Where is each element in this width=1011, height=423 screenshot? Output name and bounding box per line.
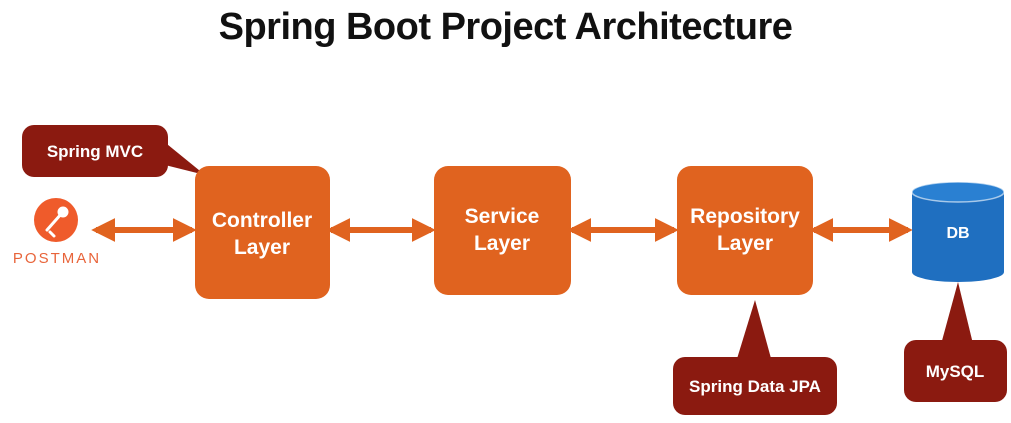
mysql-callout: MySQL: [904, 282, 1007, 402]
postman-icon: POSTMAN: [13, 198, 101, 267]
postman-label: POSTMAN: [13, 250, 101, 267]
repository-layer-box: Repository Layer: [677, 166, 813, 295]
spring-mvc-label: Spring MVC: [47, 142, 143, 161]
callout-pointer: [736, 300, 772, 362]
database-cylinder-icon: DB: [911, 181, 1005, 282]
controller-layer-box: Controller Layer: [195, 166, 330, 299]
diagram-title: Spring Boot Project Architecture: [218, 6, 793, 48]
callout-box: [673, 357, 837, 415]
spring-mvc-callout: Spring MVC: [22, 125, 205, 177]
mysql-label: MySQL: [926, 362, 985, 381]
callout-pointer: [940, 282, 974, 348]
callout-box: [904, 340, 1007, 402]
postman-rocket-glyph: [45, 206, 69, 238]
spring-data-jpa-callout: Spring Data JPA: [673, 300, 837, 415]
controller-layer-line1: Controller: [212, 209, 312, 232]
callout-box: [22, 125, 168, 177]
service-layer-line1: Service: [465, 205, 540, 228]
db-label: DB: [946, 225, 969, 242]
repository-layer-line2: Layer: [717, 232, 773, 255]
service-layer-line2: Layer: [474, 232, 530, 255]
service-layer-box: Service Layer: [434, 166, 571, 295]
controller-layer-line2: Layer: [234, 236, 290, 259]
repository-layer-line1: Repository: [690, 205, 800, 228]
spring-data-jpa-label: Spring Data JPA: [689, 377, 821, 396]
